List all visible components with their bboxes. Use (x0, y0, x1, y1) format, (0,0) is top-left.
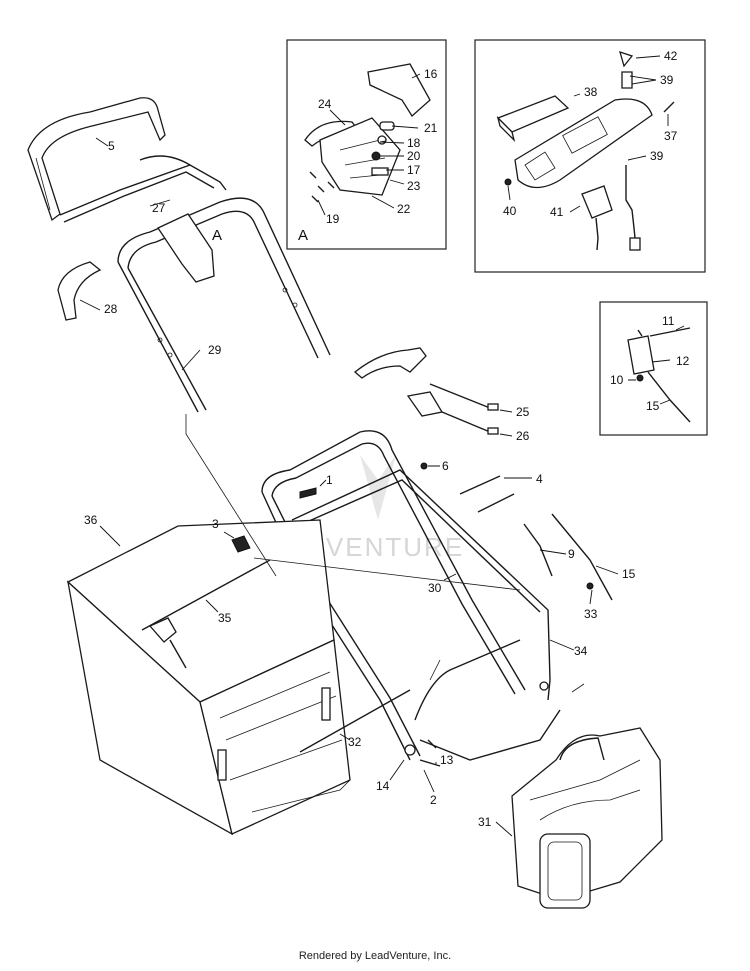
label-28: 28 (104, 302, 118, 316)
label-41: 41 (550, 205, 564, 219)
upper-handle-assembly: A 5 27 28 29 (27, 97, 331, 413)
inset-battery-detail: 42 39 38 37 39 40 41 (474, 39, 706, 273)
label-23: 23 (407, 179, 421, 193)
label-24: 24 (318, 97, 332, 111)
label-38: 38 (584, 85, 598, 99)
label-29: 29 (208, 343, 222, 357)
grass-bag-assembly: 36 35 3 32 14 13 2 (66, 513, 454, 836)
label-19: 19 (326, 212, 340, 226)
label-11: 11 (662, 314, 675, 328)
label-17: 17 (407, 163, 421, 177)
label-12: 12 (676, 354, 690, 368)
assembly-leader-lines (185, 414, 521, 681)
label-6: 6 (442, 459, 449, 473)
label-30: 30 (428, 581, 442, 595)
inset-handle-detail: A 16 24 21 18 20 17 23 22 19 (286, 39, 447, 250)
label-31: 31 (478, 815, 492, 829)
label-36: 36 (84, 513, 98, 527)
battery-housing: 31 (478, 727, 663, 909)
label-20: 20 (407, 149, 421, 163)
control-lever-cables: 25 26 (353, 347, 530, 443)
label-42: 42 (664, 49, 678, 63)
label-22: 22 (397, 202, 411, 216)
label-33: 33 (584, 607, 598, 621)
label-25: 25 (516, 405, 530, 419)
label-13: 13 (440, 753, 454, 767)
label-4: 4 (536, 472, 543, 486)
inset-cable-detail: 11 12 10 15 (599, 301, 708, 436)
label-35: 35 (218, 611, 232, 625)
label-39-cord: 39 (650, 149, 664, 163)
label-27: 27 (152, 201, 166, 215)
label-18: 18 (407, 136, 421, 150)
inset-a-letter: A (298, 227, 308, 244)
label-32: 32 (348, 735, 362, 749)
label-3: 3 (212, 517, 219, 531)
label-15-main: 15 (622, 567, 636, 581)
main-callout-a: A (212, 227, 222, 244)
label-39-top: 39 (660, 73, 674, 87)
label-9: 9 (568, 547, 575, 561)
lower-handle-frame: 1 6 4 9 15 33 30 34 (261, 430, 636, 761)
label-2: 2 (430, 793, 437, 807)
label-1: 1 (326, 473, 333, 487)
label-26: 26 (516, 429, 530, 443)
label-37: 37 (664, 129, 678, 143)
label-34: 34 (574, 644, 588, 658)
label-16: 16 (424, 67, 438, 81)
label-10: 10 (610, 373, 624, 387)
footer-credit: Rendered by LeadVenture, Inc. (298, 950, 452, 962)
label-40: 40 (503, 204, 517, 218)
label-15-inset: 15 (646, 399, 660, 413)
label-5: 5 (108, 139, 115, 153)
label-14: 14 (376, 779, 390, 793)
label-21: 21 (424, 121, 438, 135)
